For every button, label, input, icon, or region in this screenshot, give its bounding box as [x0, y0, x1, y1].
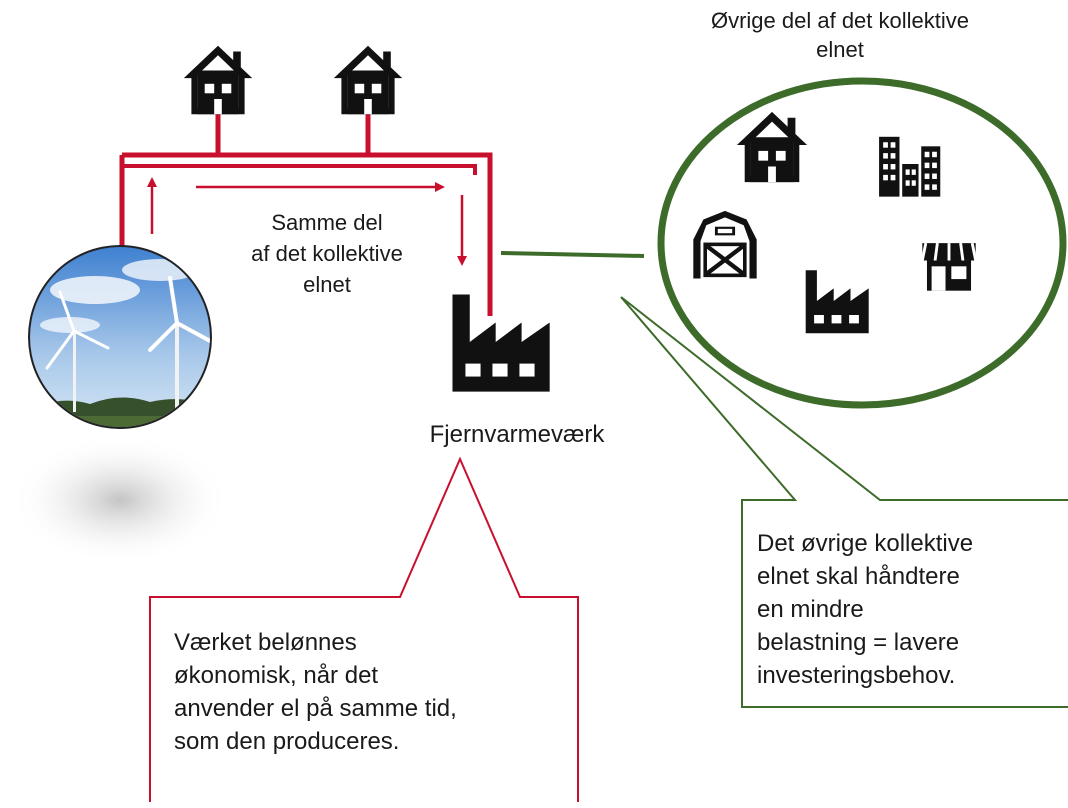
grid-callout-box — [620, 296, 1068, 708]
wind-turbine-photo — [28, 245, 212, 429]
wind-shadow — [10, 435, 230, 565]
house-icon — [333, 45, 403, 115]
shop-icon — [920, 241, 978, 293]
reward-callout-text: Værket belønnes økonomisk, når det anven… — [174, 629, 457, 755]
region-connector-line — [500, 251, 645, 258]
plant-label: Fjernvarmeværk — [429, 421, 605, 448]
shared-grid-lines — [119, 113, 493, 316]
house-icon — [183, 45, 253, 115]
reward-callout-box — [149, 456, 579, 802]
office-building-icon — [879, 136, 941, 197]
region-ellipse — [657, 77, 1067, 409]
factory-icon — [452, 294, 550, 392]
grid-callout-text: Det øvrige kollektive elnet skal håndter… — [757, 530, 974, 689]
house-icon — [736, 111, 808, 183]
region-title: Øvrige del af det kollektive elnet — [710, 8, 970, 62]
shared-grid-label: Samme del af det kollektive elnet — [251, 210, 403, 297]
barn-icon — [693, 211, 756, 279]
factory-icon — [805, 270, 869, 334]
